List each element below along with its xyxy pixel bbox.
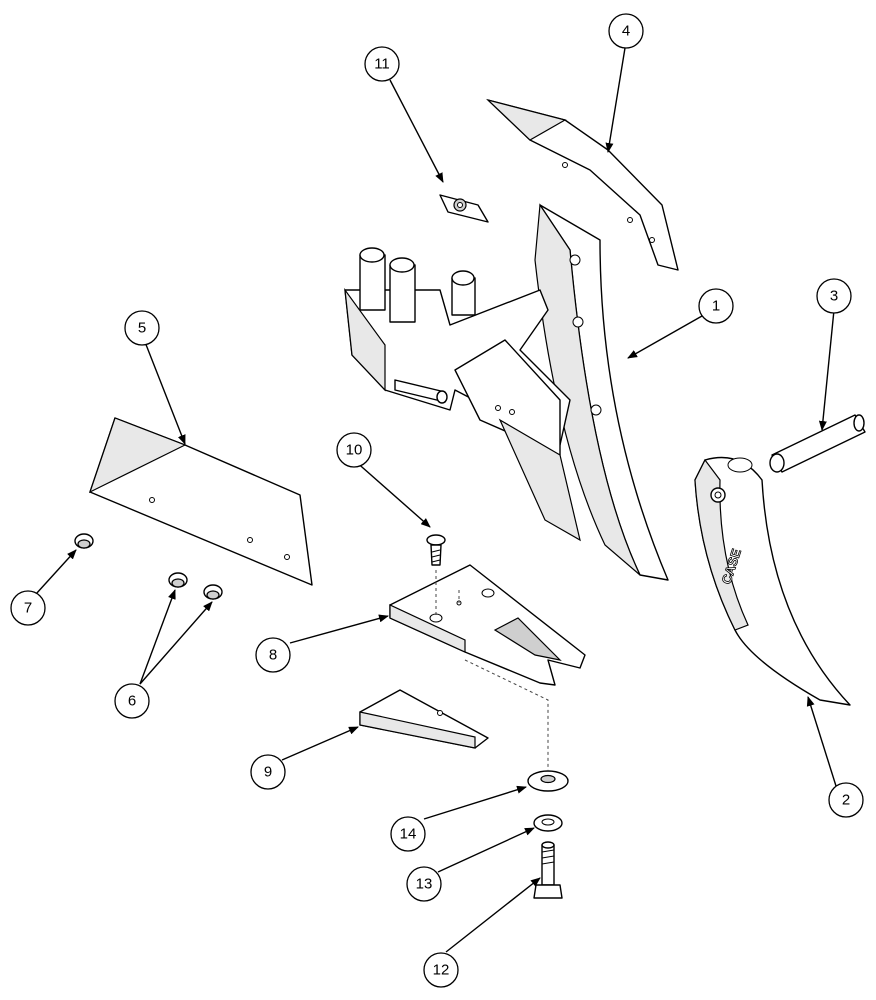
part-2-point: CASE [694, 456, 851, 706]
callout-4: 4 [608, 13, 644, 49]
part-5-side-plate [88, 417, 313, 586]
part-4-shin-plate [485, 98, 679, 271]
callout-12: 12 [423, 952, 459, 988]
part-9-wedge [359, 689, 489, 749]
callout-11: 11 [364, 46, 400, 82]
callout-14-label: 14 [400, 826, 417, 843]
part-11-clip-nut [439, 194, 489, 223]
callout-10: 10 [336, 432, 372, 468]
part-13-lock-washer [533, 814, 563, 832]
callout-13-label: 13 [416, 876, 433, 893]
part-7-bolt [74, 533, 94, 549]
part-6-bolt-b [203, 584, 223, 600]
part-1-shank-frame [344, 203, 669, 581]
callout-10-label: 10 [346, 442, 363, 459]
part-3-pin [769, 414, 866, 473]
callout-6-label: 6 [128, 693, 136, 710]
callout-7: 7 [10, 590, 46, 626]
callout-5-label: 5 [138, 320, 146, 337]
callout-14: 14 [390, 816, 426, 852]
callout-13: 13 [406, 866, 442, 902]
callout-1-label: 1 [712, 298, 720, 315]
callout-2-label: 2 [842, 792, 850, 809]
callout-3: 3 [816, 278, 852, 314]
part-10-screw [426, 534, 446, 566]
callout-9: 9 [250, 754, 286, 790]
part-8-wear-plate [389, 564, 586, 770]
part-12-hex-bolt [533, 841, 563, 899]
callout-8: 8 [255, 637, 291, 673]
callout-6: 6 [114, 683, 150, 719]
callout-5: 5 [124, 310, 160, 346]
callout-11-label: 11 [374, 56, 390, 73]
part-6-bolt-a [168, 572, 188, 588]
callout-12-label: 12 [433, 962, 450, 979]
callout-3-label: 3 [830, 288, 838, 305]
callout-2: 2 [828, 782, 864, 818]
callout-9-label: 9 [264, 764, 272, 781]
part-14-flat-washer [527, 770, 569, 792]
callout-4-label: 4 [622, 23, 630, 40]
leader-lines [35, 47, 837, 953]
callout-1: 1 [698, 288, 734, 324]
callout-7-label: 7 [24, 600, 32, 617]
callout-8-label: 8 [269, 647, 277, 664]
